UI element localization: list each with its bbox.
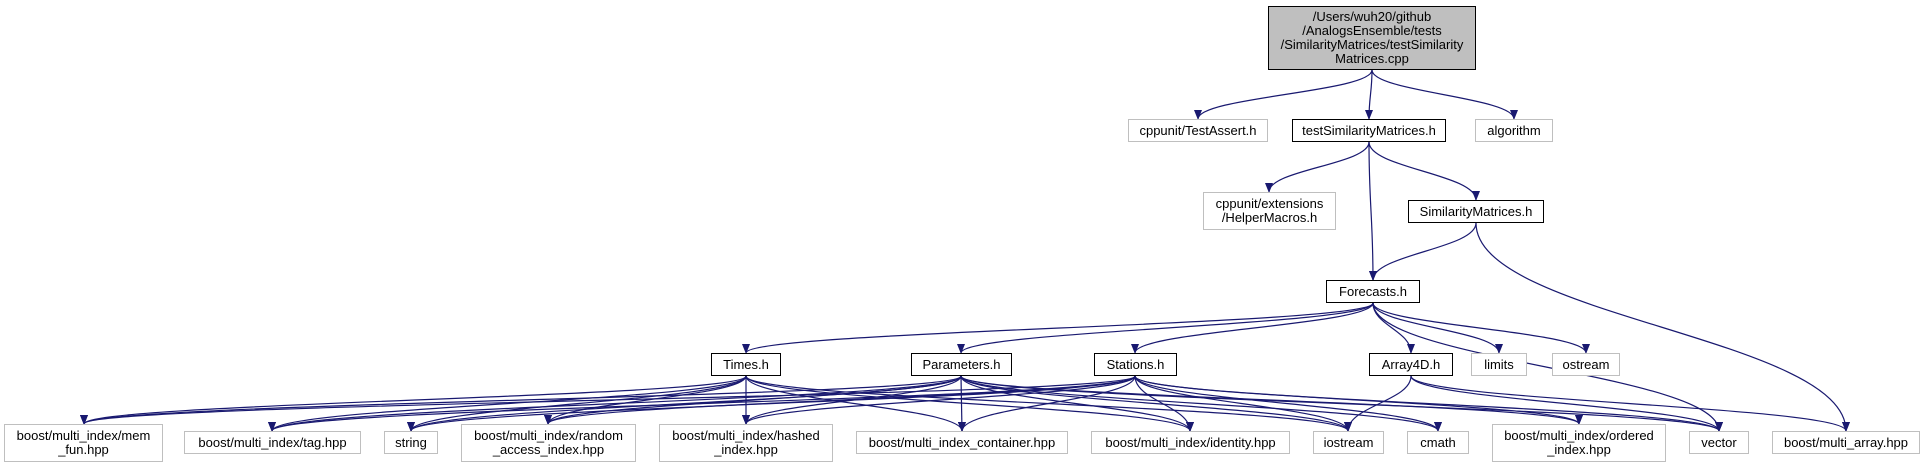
edge-params-to-identity (960, 375, 1194, 432)
edge-params-to-tag (268, 375, 962, 432)
node-ordered-index: boost/multi_index/ordered _index.hpp (1492, 424, 1666, 462)
edge-testsim-to-forecasts (1368, 141, 1377, 281)
node-forecasts-h[interactable]: Forecasts.h (1326, 280, 1420, 303)
node-testassert: cppunit/TestAssert.h (1128, 119, 1268, 142)
node-limits: limits (1471, 353, 1527, 376)
edge-stations-to-identity (1134, 375, 1194, 432)
node-cmath: cmath (1407, 431, 1469, 454)
node-root-file: /Users/wuh20/github /AnalogsEnsemble/tes… (1268, 6, 1476, 70)
edge-params-to-random (544, 375, 962, 425)
node-iostream: iostream (1313, 431, 1384, 454)
node-multi-index-container: boost/multi_index_container.hpp (856, 431, 1068, 454)
edge-params-to-iostream (960, 375, 1352, 432)
edge-simmat-to-forecasts (1369, 222, 1477, 281)
dependency-edges (80, 69, 1850, 432)
node-tag: boost/multi_index/tag.hpp (184, 431, 361, 454)
node-multi-array: boost/multi_array.hpp (1772, 431, 1920, 454)
edge-times-to-container (745, 375, 966, 432)
edge-params-to-container (957, 375, 966, 432)
edge-root-to-testassert (1194, 69, 1373, 120)
node-times-h[interactable]: Times.h (711, 353, 781, 376)
edge-forecasts-to-times (742, 302, 1374, 354)
edge-testsim-to-helper (1265, 141, 1370, 193)
node-mem-fun: boost/multi_index/mem _fun.hpp (4, 424, 163, 462)
node-similaritymatrices-h[interactable]: SimilarityMatrices.h (1408, 200, 1544, 223)
edge-times-to-identity (745, 375, 1194, 432)
edge-params-to-vector (960, 375, 1723, 432)
node-parameters-h[interactable]: Parameters.h (911, 353, 1012, 376)
node-helpermacros: cppunit/extensions /HelperMacros.h (1203, 192, 1336, 230)
edge-array4d-to-multiarray (1410, 375, 1850, 432)
node-algorithm: algorithm (1475, 119, 1553, 142)
node-testsimilaritymatrices-h[interactable]: testSimilarityMatrices.h (1292, 119, 1446, 142)
edge-stations-to-iostream (1134, 375, 1352, 432)
edge-testsim-to-simmat (1368, 141, 1480, 201)
edge-forecasts-to-stations (1131, 302, 1374, 354)
node-hashed-index: boost/multi_index/hashed _index.hpp (659, 424, 833, 462)
edge-params-to-cmath (960, 375, 1442, 432)
edge-forecasts-to-ostream (1372, 302, 1590, 354)
edge-root-to-algorithm (1371, 69, 1518, 120)
edge-stations-to-hashed (742, 375, 1136, 425)
edge-array4d-to-vector (1410, 375, 1723, 432)
edge-stations-to-cmath (1134, 375, 1442, 432)
edge-params-to-memfun (80, 375, 962, 425)
edge-times-to-random (544, 375, 747, 425)
node-random-access-index: boost/multi_index/random _access_index.h… (461, 424, 636, 462)
edge-stations-to-random (544, 375, 1136, 425)
edge-stations-to-container (958, 375, 1136, 432)
node-stations-h[interactable]: Stations.h (1094, 353, 1177, 376)
edge-array4d-to-iostream (1344, 375, 1412, 432)
node-identity: boost/multi_index/identity.hpp (1091, 431, 1290, 454)
edge-times-to-tag (268, 375, 747, 432)
edge-stations-to-vector (1134, 375, 1723, 432)
edge-times-to-string (407, 375, 747, 432)
node-array4d-h[interactable]: Array4D.h (1369, 353, 1453, 376)
edge-simmat-to-multiarray (1475, 222, 1850, 432)
node-string: string (384, 431, 438, 454)
node-ostream: ostream (1552, 353, 1620, 376)
edge-stations-to-memfun (80, 375, 1136, 425)
edge-times-to-memfun (80, 375, 747, 425)
edge-forecasts-to-limits (1372, 302, 1503, 354)
node-vector: vector (1689, 431, 1749, 454)
edge-forecasts-to-vector (1372, 302, 1723, 432)
edge-root-to-testsim (1365, 69, 1374, 120)
edge-forecasts-to-params (957, 302, 1374, 354)
